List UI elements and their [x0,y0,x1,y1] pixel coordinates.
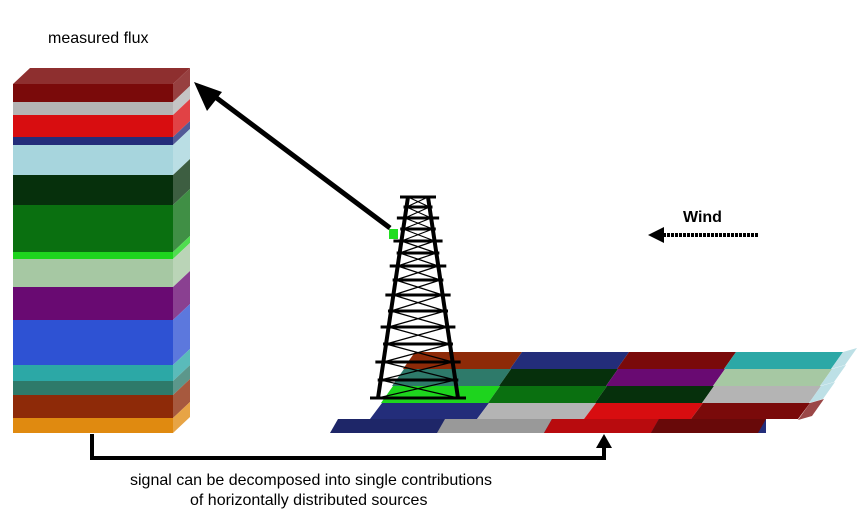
tower-brace [399,240,435,254]
tower-icon [370,195,466,400]
source-tile-edge [831,348,857,369]
stack-layer [13,102,173,115]
stack-layer [13,84,173,102]
source-tile [713,369,832,386]
source-tile [595,386,714,403]
decomposition-arrowhead [596,434,612,448]
measured-flux-label: measured flux [48,30,149,47]
tower-brace [383,343,451,363]
source-tile [510,352,629,369]
source-tile [488,386,607,403]
wind-arrowhead [648,227,664,243]
tower-brace [377,379,456,399]
tower-brace [395,279,443,296]
stack-layer-side [173,349,190,381]
stack-layer-side [173,86,190,115]
tower-brace [383,361,456,381]
source-tile [691,403,810,419]
stack-layer-side [173,159,190,205]
tower-brace [393,294,446,312]
stack-top-face [13,68,190,84]
stack-layer [13,259,173,287]
tower-brace [380,379,459,399]
tower-brace [406,196,429,208]
flux-arrowhead [194,82,222,111]
tower-brace [395,265,439,281]
source-tile [370,403,489,419]
stack-layer-side [173,121,190,145]
stack-layer [13,395,173,418]
tower-brace [397,265,441,281]
stack-layer-side [173,236,190,259]
stack-layer-side [173,129,190,175]
stack-layer-side [173,402,190,433]
tower-brace [399,252,439,267]
source-tile [392,369,511,386]
tower-brace [390,294,443,312]
stack-layer [13,320,173,365]
decomposition-arrow [90,434,606,460]
tower-brace [388,310,446,328]
source-tile [584,403,703,419]
tower-brace [390,310,448,328]
stack-layer-side [173,304,190,365]
stack-layer [13,365,173,381]
stack-layer [13,381,173,395]
caption-line-2: of horizontally distributed sources [190,492,428,509]
tower-brace [401,228,433,242]
tower-brace [380,361,453,381]
source-tile-front [544,419,659,433]
source-tile [499,369,618,386]
source-tile [617,352,736,369]
stack-layer-side [173,68,190,102]
flux-arrow [204,88,392,230]
stack-layer [13,175,173,205]
stack-layer-side [173,379,190,418]
stack-layer [13,205,173,252]
tower-brace [403,228,435,242]
tower-brace [397,252,437,267]
tower-brace [393,279,441,296]
source-tile-edge [798,399,824,420]
stack-layer-side [173,365,190,395]
source-tile [724,352,843,369]
stack-layer [13,252,173,259]
stack-layer [13,287,173,320]
stack-layer-side [173,99,190,137]
source-tile-front [437,419,552,433]
source-tile-edge [820,365,846,386]
caption-line-1: signal can be decomposed into single con… [130,472,493,489]
tower-brace [403,217,432,230]
source-tile [606,369,725,386]
tower-brace [385,343,453,363]
stack-layer [13,418,173,433]
stack-layer [13,137,173,145]
source-tile-front [651,419,766,433]
arrows [90,82,758,460]
wind-label: Wind [683,209,722,226]
source-tile-edge [809,382,835,403]
source-tile-front [330,419,445,433]
stack-layer [13,115,173,137]
measured-flux-stack [13,68,190,433]
stack-layer [13,145,173,175]
tower-brace [385,326,448,345]
tower-brace [404,217,433,230]
stack-layer-side [173,271,190,320]
tower-brace [407,196,430,208]
source-tile [702,386,821,403]
sensor-icon [389,229,398,239]
tower-brace [404,206,430,219]
tower-brace [406,206,432,219]
source-tile [477,403,596,419]
tower-brace [388,326,451,345]
stack-layer-side [173,243,190,287]
stack-layer-side [173,189,190,252]
